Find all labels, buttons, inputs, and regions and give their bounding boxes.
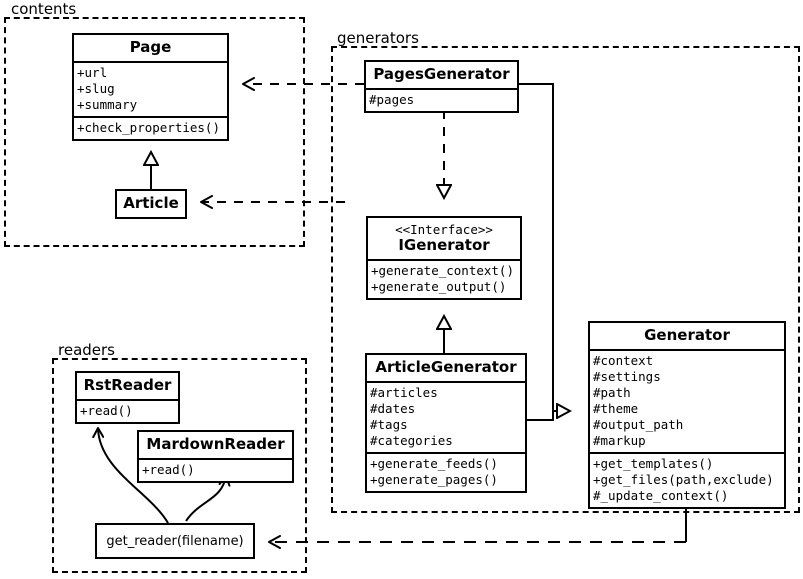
class-rst-reader[interactable]: RstReader +read() bbox=[75, 371, 180, 424]
class-member: +generate_context() bbox=[371, 263, 514, 278]
class-pages-generator[interactable]: PagesGenerator #pages bbox=[364, 60, 519, 113]
class-member: +generate_feeds() bbox=[370, 456, 498, 471]
class-generator-header: Generator bbox=[590, 323, 784, 349]
class-igenerator-operations: +generate_context() +generate_output() bbox=[368, 259, 520, 298]
class-generator-attributes: #context #settings #path #theme #output_… bbox=[590, 349, 784, 452]
class-member: #markup bbox=[593, 433, 646, 448]
class-article-generator-name: ArticleGenerator bbox=[375, 358, 517, 376]
class-member: #path bbox=[593, 385, 631, 400]
class-pages-generator-name: PagesGenerator bbox=[373, 65, 510, 83]
class-article[interactable]: Article bbox=[115, 189, 187, 219]
class-member: +get_templates() bbox=[593, 456, 714, 471]
class-member: +generate_output() bbox=[371, 279, 507, 294]
function-get-reader[interactable]: get_reader(filename) bbox=[95, 523, 255, 559]
class-page-operations: +check_properties() bbox=[74, 116, 227, 139]
class-generator[interactable]: Generator #context #settings #path #them… bbox=[588, 321, 786, 509]
class-igenerator-header: <<Interface>> IGenerator bbox=[368, 218, 520, 259]
class-igenerator-name: IGenerator bbox=[398, 236, 490, 254]
class-member: #context bbox=[593, 353, 654, 368]
package-generators-label: generators bbox=[334, 31, 422, 46]
class-member: #theme bbox=[593, 401, 639, 416]
class-member: #pages bbox=[369, 92, 415, 107]
class-generator-name: Generator bbox=[644, 326, 730, 344]
class-member: +check_properties() bbox=[77, 120, 220, 135]
class-member: +summary bbox=[77, 97, 138, 112]
class-rst-reader-name: RstReader bbox=[83, 376, 172, 394]
package-contents-label: contents bbox=[8, 2, 80, 17]
class-member: #output_path bbox=[593, 417, 684, 432]
class-member: +get_files(path,exclude) bbox=[593, 472, 774, 487]
function-get-reader-label: get_reader(filename) bbox=[106, 533, 244, 549]
class-page-attributes: +url +slug +summary bbox=[74, 61, 227, 116]
class-mardown-reader-operations: +read() bbox=[139, 458, 292, 481]
class-member: #dates bbox=[370, 401, 416, 416]
class-mardown-reader[interactable]: MardownReader +read() bbox=[137, 430, 294, 483]
class-article-generator[interactable]: ArticleGenerator #articles #dates #tags … bbox=[365, 353, 527, 493]
class-mardown-reader-header: MardownReader bbox=[139, 432, 292, 458]
class-member: #articles bbox=[370, 385, 438, 400]
class-rst-reader-operations: +read() bbox=[77, 399, 178, 422]
class-article-generator-attributes: #articles #dates #tags #categories bbox=[367, 381, 525, 452]
class-article-generator-operations: +generate_feeds() +generate_pages() bbox=[367, 452, 525, 491]
class-member: +generate_pages() bbox=[370, 472, 498, 487]
class-member: +slug bbox=[77, 81, 115, 96]
class-article-header: Article bbox=[117, 191, 185, 217]
class-member: +read() bbox=[142, 462, 195, 477]
class-igenerator-stereotype: <<Interface>> bbox=[395, 222, 493, 237]
package-readers-border bbox=[52, 358, 307, 573]
class-member: #_update_context() bbox=[593, 488, 729, 503]
package-contents-border bbox=[4, 17, 305, 247]
class-member: +url bbox=[77, 65, 108, 80]
class-page-name: Page bbox=[129, 38, 172, 56]
class-pages-generator-header: PagesGenerator bbox=[366, 62, 517, 88]
class-member: #tags bbox=[370, 417, 408, 432]
class-generator-operations: +get_templates() +get_files(path,exclude… bbox=[590, 452, 784, 507]
class-pages-generator-attributes: #pages bbox=[366, 88, 517, 111]
class-member: +read() bbox=[80, 403, 133, 418]
package-readers-label: readers bbox=[55, 343, 118, 358]
package-generators-border bbox=[331, 46, 800, 513]
class-page[interactable]: Page +url +slug +summary +check_properti… bbox=[72, 33, 229, 141]
class-page-header: Page bbox=[74, 35, 227, 61]
class-article-generator-header: ArticleGenerator bbox=[367, 355, 525, 381]
class-mardown-reader-name: MardownReader bbox=[146, 435, 285, 453]
class-article-name: Article bbox=[123, 194, 179, 212]
class-member: #categories bbox=[370, 433, 453, 448]
class-igenerator[interactable]: <<Interface>> IGenerator +generate_conte… bbox=[366, 216, 522, 300]
class-member: #settings bbox=[593, 369, 661, 384]
class-rst-reader-header: RstReader bbox=[77, 373, 178, 399]
